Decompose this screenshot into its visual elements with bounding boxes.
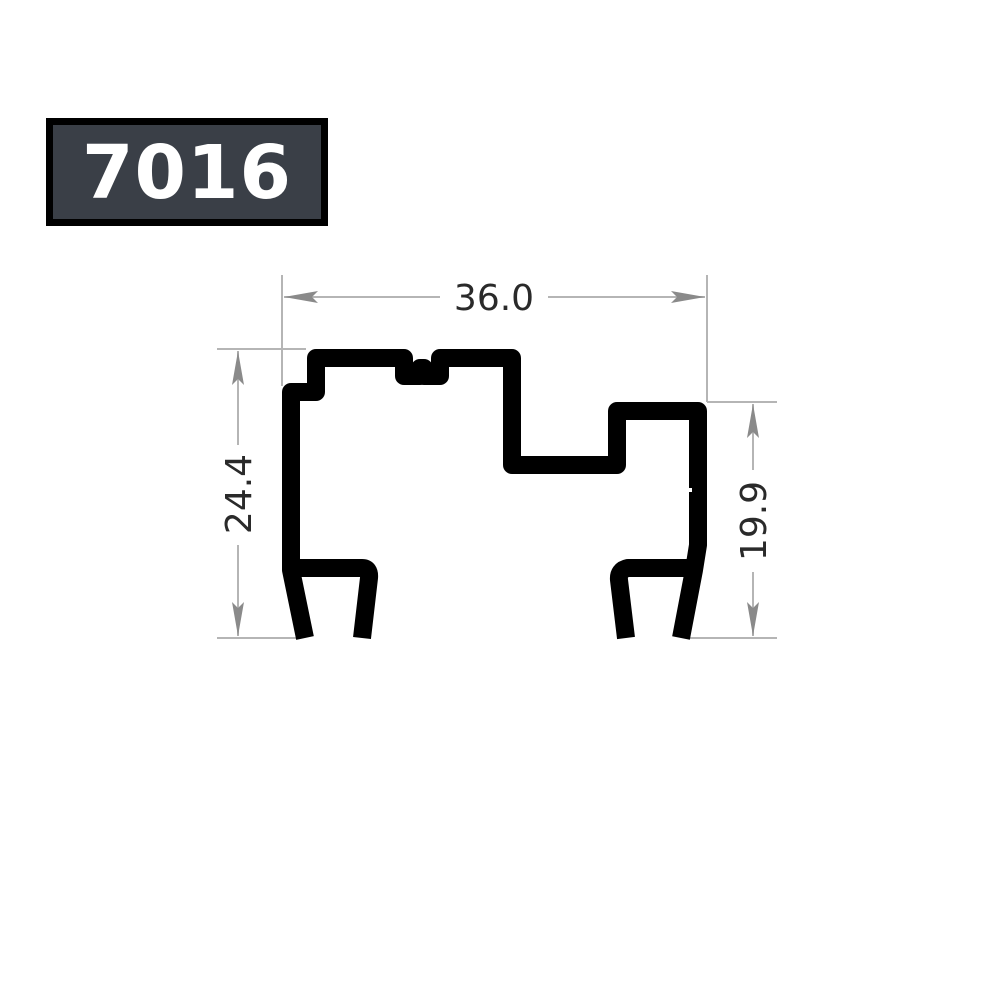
profile-code-badge: 7016 [46,118,328,226]
right-height-dimension: 19.9 [734,404,775,636]
arrow-left-icon [284,291,318,303]
arrow-down-icon [747,602,759,636]
wall-detail-mark [689,488,692,492]
overall-height-dimension: 24.4 [219,351,260,636]
profile-code-label: 7016 [82,130,292,216]
arrow-right-icon [671,291,705,303]
aluminium-profile-outline [282,349,707,640]
width-dimension-label: 36.0 [454,278,534,319]
right-hook-outline [609,559,696,640]
right-height-label: 19.9 [734,481,775,561]
arrow-down-icon [232,602,244,636]
left-hook-outline [291,559,379,640]
arrow-up-icon [747,404,759,438]
overall-height-label: 24.4 [219,454,260,534]
arrow-up-icon [232,351,244,385]
extension-lines [217,275,777,639]
width-dimension: 36.0 [284,278,705,319]
